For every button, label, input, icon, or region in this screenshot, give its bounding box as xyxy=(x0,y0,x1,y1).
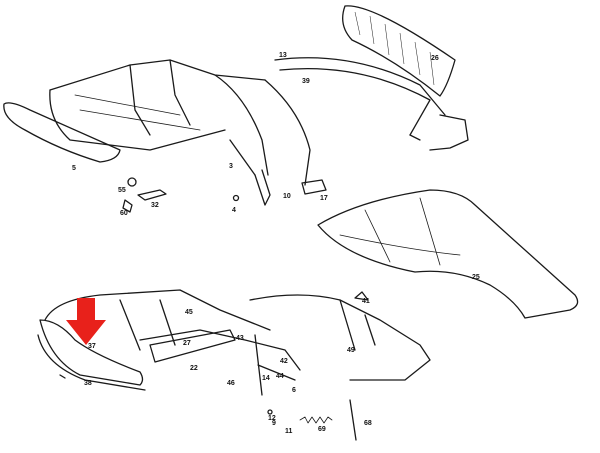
callout-27: 27 xyxy=(183,340,191,347)
callout-14: 14 xyxy=(262,375,270,382)
callout-60: 60 xyxy=(120,210,128,217)
soft-top-cover xyxy=(317,189,579,319)
callout-17: 17 xyxy=(320,195,328,202)
callout-49: 49 xyxy=(347,347,355,354)
callout-68: 68 xyxy=(364,420,372,427)
callout-5: 5 xyxy=(72,165,76,172)
callout-25: 25 xyxy=(472,274,480,281)
callout-46: 46 xyxy=(227,380,235,387)
rear-bow-37 xyxy=(39,319,144,386)
callout-38: 38 xyxy=(84,380,92,387)
callout-6: 6 xyxy=(292,387,296,394)
callout-45: 45 xyxy=(185,309,193,316)
highlight-arrow xyxy=(66,298,106,345)
bow-seal-38 xyxy=(37,334,146,391)
callout-42: 42 xyxy=(280,358,288,365)
callout-12: 12 xyxy=(268,415,276,422)
callout-55: 55 xyxy=(118,187,126,194)
top-frame-assembly xyxy=(49,59,311,206)
callout-13: 13 xyxy=(279,52,287,59)
lower-right-rail xyxy=(249,291,431,381)
lower-frame-assembly xyxy=(44,289,301,396)
callout-26: 26 xyxy=(431,55,439,62)
spring-and-rods xyxy=(267,399,357,441)
callout-9: 9 xyxy=(272,420,276,427)
callout-22: 22 xyxy=(190,365,198,372)
small-hardware-left xyxy=(122,177,327,213)
callout-labels: 5 55 60 32 3 4 10 17 13 39 26 25 41 49 4… xyxy=(72,52,480,435)
callout-69: 69 xyxy=(318,426,326,433)
rear-seal-strips xyxy=(274,57,469,151)
callout-43: 43 xyxy=(236,335,244,342)
rear-window xyxy=(342,5,456,97)
callout-3: 3 xyxy=(229,163,233,170)
callout-11: 11 xyxy=(285,428,293,435)
callout-39: 39 xyxy=(302,78,310,85)
callout-41: 41 xyxy=(362,298,370,305)
callout-37: 37 xyxy=(88,343,96,350)
callout-44: 44 xyxy=(276,373,284,380)
front-bow xyxy=(3,102,121,163)
callout-32: 32 xyxy=(151,202,159,209)
callout-4: 4 xyxy=(232,207,236,214)
callout-10: 10 xyxy=(283,193,291,200)
